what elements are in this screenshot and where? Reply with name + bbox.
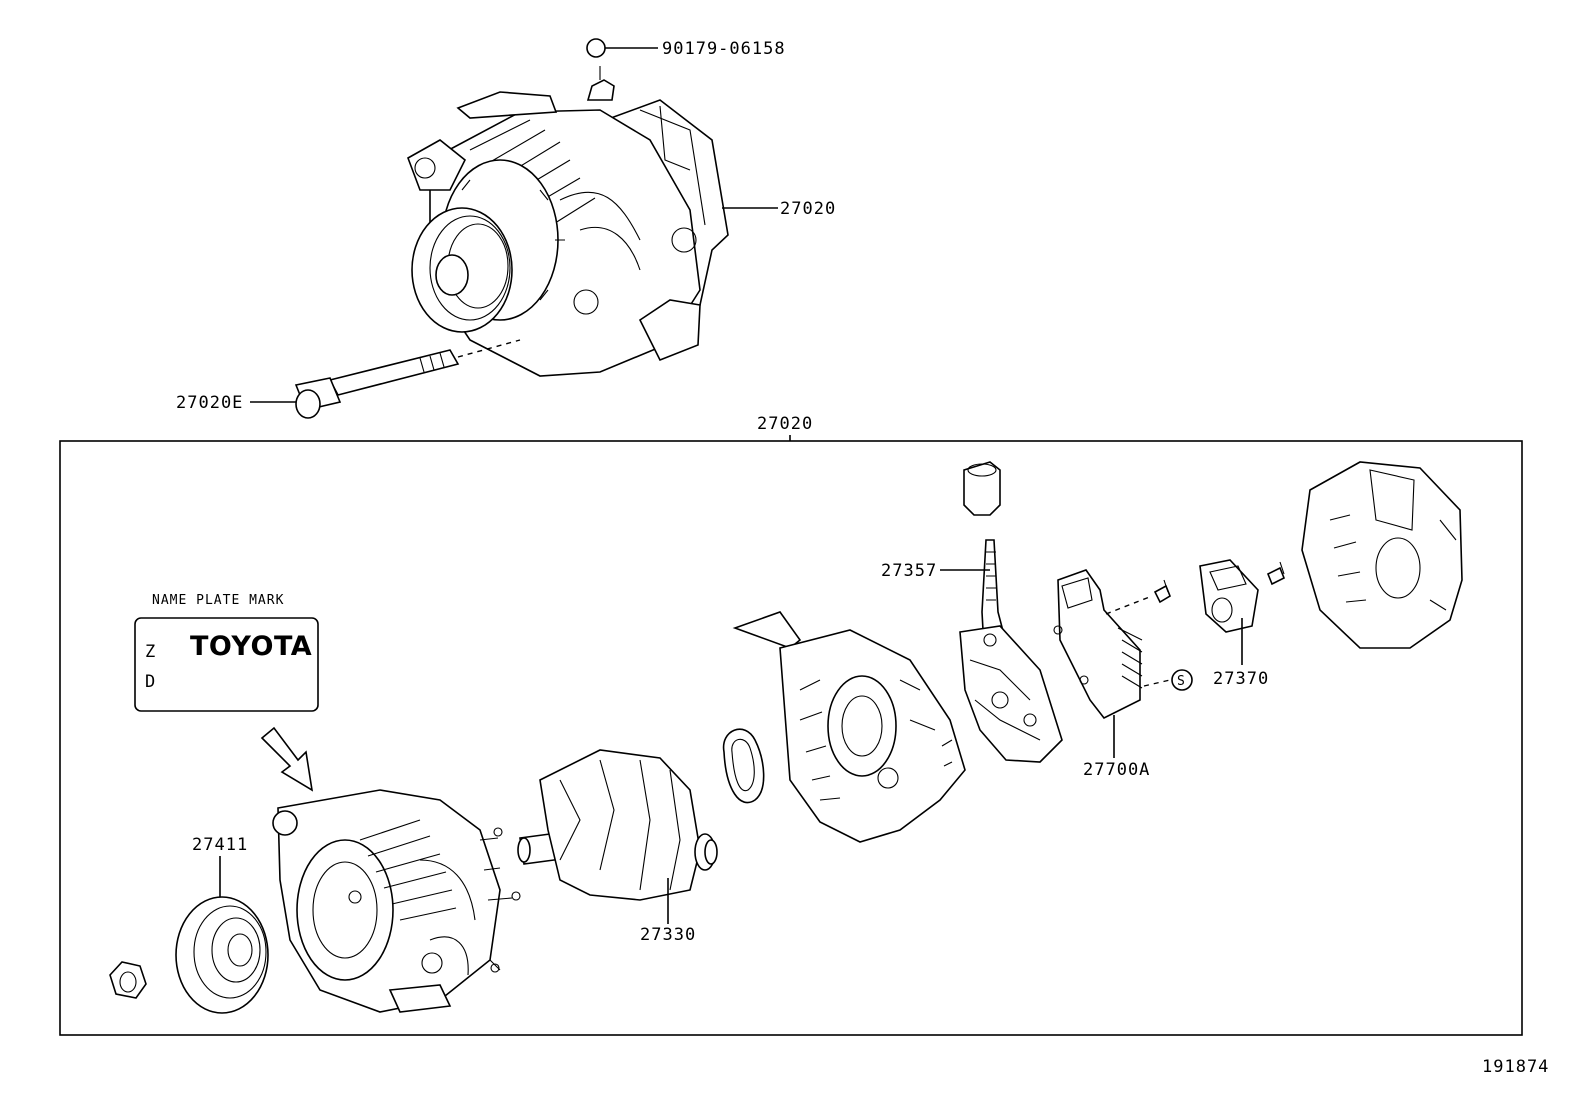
- pulley-drawing: [175, 896, 269, 1014]
- standard-part-letter: S: [1177, 674, 1186, 689]
- regulator-drawing: [1053, 569, 1143, 720]
- retainer-ring-drawing: [722, 728, 765, 804]
- label-pulley: 27411: [192, 835, 248, 855]
- name-plate-title: NAME PLATE MARK: [152, 593, 284, 608]
- label-regulator: 27700A: [1083, 760, 1150, 780]
- label-rotor: 27330: [640, 925, 696, 945]
- name-plate-box: [134, 617, 319, 712]
- label-brush-holder: 27370: [1213, 669, 1269, 689]
- standard-part-symbol: [1171, 669, 1193, 691]
- label-bolt-top: 90179-06158: [662, 39, 786, 59]
- name-plate-mark-1: Z: [145, 642, 156, 662]
- rear-cover-drawing: [1301, 461, 1463, 649]
- name-plate-brand: TOYOTA: [190, 631, 312, 662]
- name-plate-mark-2: D: [145, 672, 156, 692]
- diagram-id: 191874: [1482, 1057, 1549, 1077]
- screw-1-icon: [1153, 579, 1171, 604]
- rectifier-end-frame-drawing: [732, 611, 966, 843]
- label-alternator-assy: 27020: [780, 199, 836, 219]
- brush-holder-drawing: [1199, 559, 1259, 633]
- rectifier-drawing: [959, 461, 1063, 763]
- screw-2-icon: [1266, 561, 1286, 586]
- label-rectifier: 27357: [881, 561, 937, 581]
- rotor-drawing: [517, 749, 718, 901]
- drive-end-frame-drawing: [272, 789, 521, 1013]
- alternator-assembly-drawing: [294, 38, 729, 419]
- exploded-view-frame: [59, 440, 1523, 1036]
- label-frame-title: 27020: [757, 414, 813, 434]
- arrow-icon: [260, 726, 314, 792]
- label-through-bolt: 27020E: [176, 393, 243, 413]
- pulley-nut-drawing: [109, 961, 147, 999]
